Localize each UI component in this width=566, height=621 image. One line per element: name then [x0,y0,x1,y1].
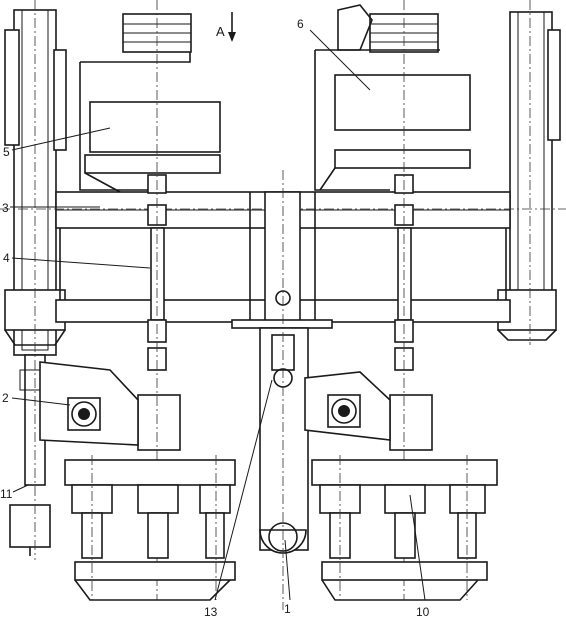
right-column [497,0,561,345]
label-4: 4 [3,251,10,265]
label-2: 2 [2,391,9,405]
left-drive-unit [79,0,221,600]
left-bracket [39,361,139,446]
right-bracket [304,371,391,441]
leader-lines [10,29,426,601]
left-tool-head [64,455,236,601]
label-3: 3 [2,201,9,215]
label-1: 1 [284,602,291,616]
center-column [231,170,333,610]
motor-6 [334,74,471,131]
label-11: 11 [0,487,13,501]
view-marker: A [216,24,225,39]
label-5: 5 [3,145,10,159]
motor-5 [89,101,221,153]
right-tool-head [311,455,498,601]
right-drive-unit [314,0,471,600]
label-10: 10 [416,605,430,619]
view-arrow-a: A [216,12,236,42]
label-13: 13 [204,605,218,619]
left-column [4,0,67,560]
label-6: 6 [297,17,304,31]
